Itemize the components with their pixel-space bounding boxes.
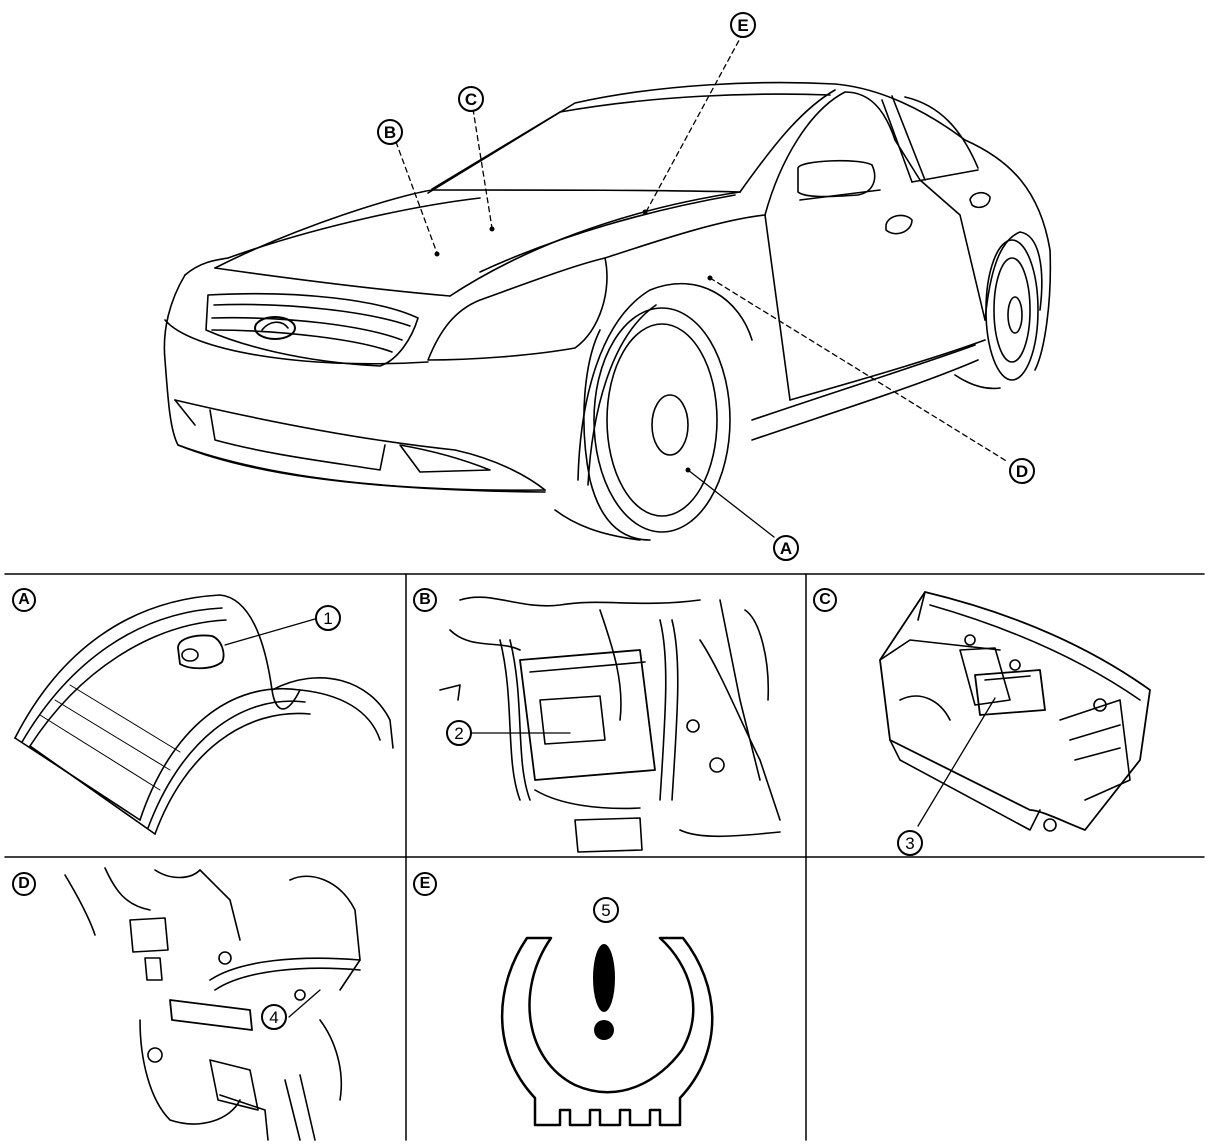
callout-4: 4 [261, 1004, 287, 1030]
label-main-e: E [730, 12, 756, 38]
callout-1: 1 [315, 605, 341, 631]
panel-grid [5, 574, 1204, 1140]
panel-label-b: B [413, 588, 437, 612]
tire-pressure-warning-icon [502, 938, 712, 1125]
car-illustration [164, 33, 1050, 540]
callout-3: 3 [897, 830, 923, 856]
label-main-c: C [458, 86, 484, 112]
panel-e-illustration [502, 938, 712, 1125]
panel-label-a: A [12, 588, 36, 612]
leader-lines [396, 33, 1008, 462]
callout-5: 5 [593, 897, 619, 923]
panel-label-d: D [12, 872, 36, 896]
panel-b-illustration [440, 597, 780, 852]
panel-d-illustration [65, 868, 360, 1140]
label-main-b: B [377, 119, 403, 145]
panel-a-illustration [15, 595, 393, 834]
panel-c-illustration [880, 592, 1150, 831]
callout-2: 2 [446, 720, 472, 746]
label-main-a: A [773, 535, 799, 561]
panel-label-c: C [813, 588, 837, 612]
panel-label-e: E [413, 872, 437, 896]
label-main-d: D [1009, 458, 1035, 484]
